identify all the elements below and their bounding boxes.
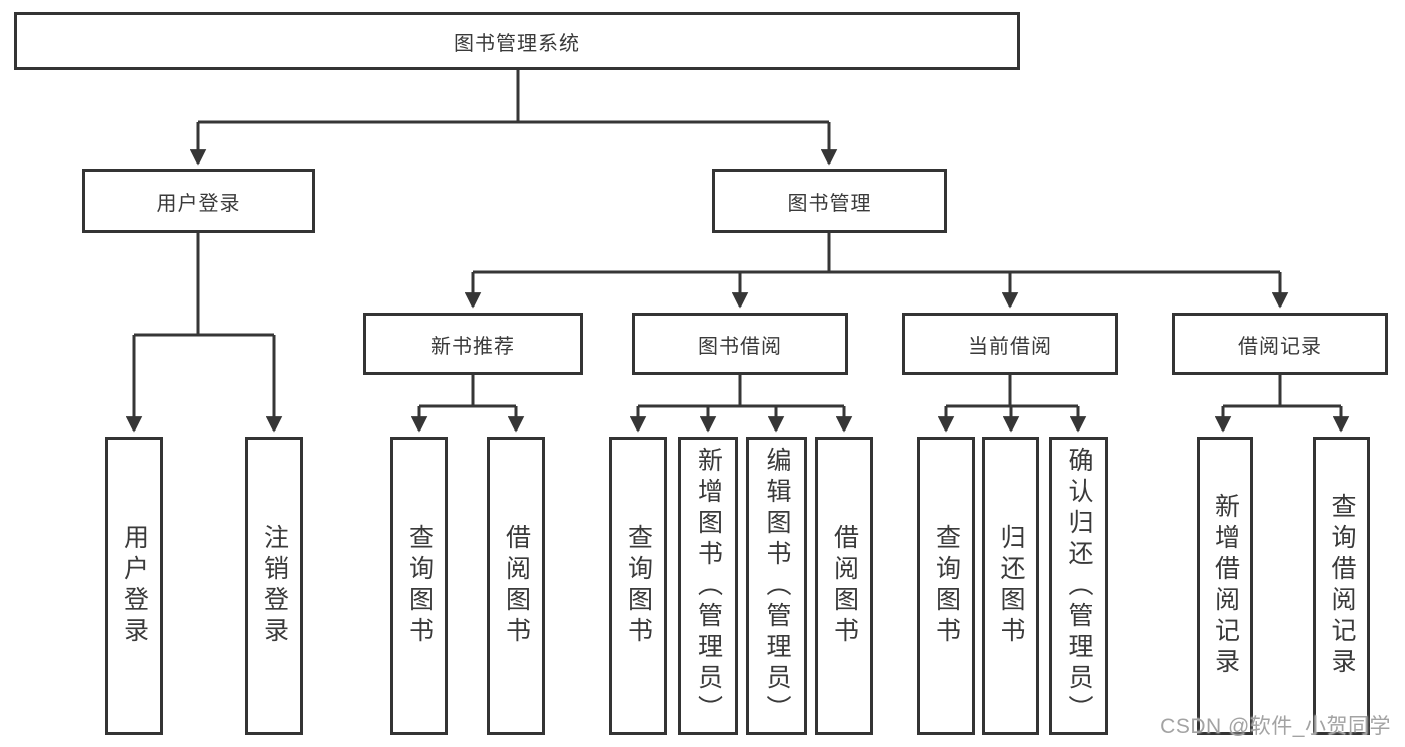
leaf-label: 新增借阅记录 [1211,493,1240,679]
leaf-edit-book-admin: 编辑图书（管理员） [746,437,807,735]
node-current-borrow: 当前借阅 [902,313,1118,375]
leaf-borrow-books: 借阅图书 [815,437,873,735]
node-label: 借阅记录 [1238,335,1322,358]
leaf-label: 查询借阅记录 [1328,493,1356,679]
leaf-label: 查询图书 [405,524,434,648]
node-label: 图书管理 [787,192,872,215]
leaf-label: 用户登录 [120,524,149,648]
node-label: 图书管理系统 [454,32,580,55]
node-root-library-system: 图书管理系统 [14,12,1020,70]
leaf-borrow-books-recommend: 借阅图书 [487,437,545,735]
watermark: CSDN @软件_小贺同学 [1160,715,1391,738]
leaf-label: 借阅图书 [830,524,859,648]
leaf-label: 查询图书 [624,524,653,648]
leaf-label: 确认归还（管理员） [1065,446,1093,726]
leaf-query-borrow-record: 查询借阅记录 [1313,437,1370,735]
leaf-logout: 注销登录 [245,437,303,735]
leaf-label: 注销登录 [260,524,289,648]
leaf-add-book-admin: 新增图书（管理员） [678,437,738,735]
leaf-label: 归还图书 [997,524,1025,648]
leaf-query-books-borrow: 查询图书 [609,437,667,735]
leaf-confirm-return-admin: 确认归还（管理员） [1049,437,1108,735]
leaf-label: 借阅图书 [502,524,531,648]
leaf-user-login: 用户登录 [105,437,163,735]
node-new-book-recommend: 新书推荐 [363,313,583,375]
leaf-label: 编辑图书（管理员） [763,446,791,726]
node-label: 用户登录 [156,192,241,215]
leaf-label: 查询图书 [932,524,961,648]
node-label: 新书推荐 [431,335,515,358]
node-user-login: 用户登录 [82,169,315,233]
leaf-return-book: 归还图书 [982,437,1039,735]
node-book-management: 图书管理 [712,169,947,233]
node-label: 当前借阅 [968,335,1052,358]
leaf-query-books-current: 查询图书 [917,437,975,735]
node-borrow-records: 借阅记录 [1172,313,1388,375]
leaf-query-books-recommend: 查询图书 [390,437,448,735]
node-label: 图书借阅 [698,335,782,358]
leaf-add-borrow-record: 新增借阅记录 [1197,437,1253,735]
node-book-borrow: 图书借阅 [632,313,848,375]
leaf-label: 新增图书（管理员） [694,446,723,726]
